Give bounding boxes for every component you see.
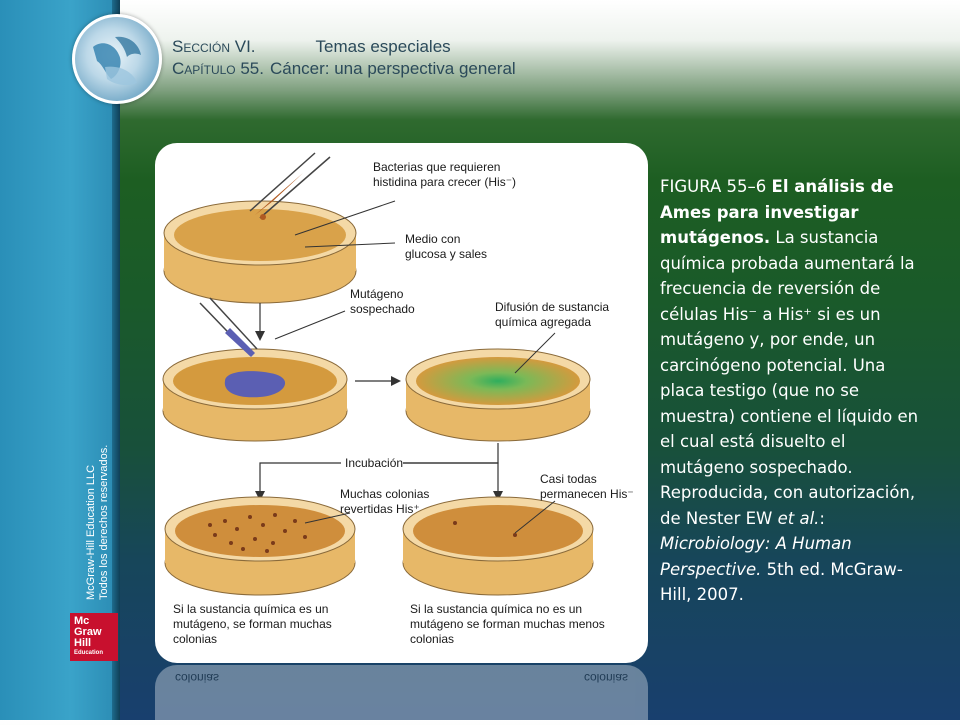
figure-reflection: colonias colonias bbox=[155, 665, 648, 725]
label-many-colonies-2: revertidas His⁺ bbox=[340, 502, 420, 516]
mutagen-pipette bbox=[199, 297, 258, 357]
sidebar-edge bbox=[112, 0, 120, 720]
label-mutagen-2: sospechado bbox=[350, 302, 415, 316]
section-emblem bbox=[72, 14, 162, 104]
logo-line-3: Hill bbox=[74, 637, 92, 649]
caption-colon: : bbox=[819, 508, 825, 528]
slide-header: Sección VI. Temas especiales Capítulo 55… bbox=[172, 36, 516, 80]
label-medium-1: Medio con bbox=[405, 232, 460, 246]
left-result-2: mutágeno, se forman muchas bbox=[173, 617, 332, 631]
caption-book: Microbiology: A Human Perspective. bbox=[660, 534, 852, 579]
bacteria-loop bbox=[249, 152, 331, 220]
mcgraw-hill-logo: Mc Graw Hill Education bbox=[70, 613, 118, 661]
sidebar-band bbox=[0, 0, 118, 720]
credit-line-1: McGraw-Hill Education LLC bbox=[85, 464, 97, 600]
figure-caption: FIGURA 55–6 El análisis de Ames para inv… bbox=[660, 174, 932, 608]
ames-test-figure: Bacterias que requieren histidina para c… bbox=[155, 143, 648, 663]
reflection-right: colonias bbox=[583, 671, 628, 685]
label-medium-2: glucosa y sales bbox=[405, 247, 487, 261]
caption-title: El análisis de Ames para investigar mutá… bbox=[660, 177, 894, 247]
label-bacteria-1: Bacterias que requieren bbox=[373, 160, 500, 174]
section-label: Sección VI. bbox=[172, 37, 256, 56]
plate-many-colonies bbox=[164, 496, 356, 596]
caption-et-al: et al. bbox=[777, 508, 820, 528]
label-diffusion-2: química agregada bbox=[495, 315, 591, 329]
label-many-colonies-1: Muchas colonias bbox=[340, 487, 429, 501]
caption-tail: 5th ed. McGraw-Hill, 2007. bbox=[660, 559, 903, 605]
plate-few-colonies bbox=[402, 496, 594, 596]
chapter-title: Cáncer: una perspectiva general bbox=[269, 59, 516, 78]
reflection-left: colonias bbox=[175, 671, 220, 685]
label-bacteria-2: histidina para crecer (His⁻) bbox=[373, 175, 516, 189]
label-almost-all-1: Casi todas bbox=[540, 472, 597, 486]
left-result-3: colonias bbox=[173, 632, 217, 646]
plate-bacteria bbox=[163, 200, 357, 304]
chapter-label: Capítulo 55. bbox=[172, 59, 264, 78]
plate-diffusion bbox=[405, 348, 591, 442]
label-mutagen-1: Mutágeno bbox=[350, 287, 404, 301]
left-result-1: Si la sustancia química es un bbox=[173, 602, 328, 616]
caption-body: La sustancia química probada aumentará l… bbox=[660, 228, 919, 528]
right-result-1: Si la sustancia química no es un bbox=[410, 602, 582, 616]
copyright-credit: McGraw-Hill Education LLC Todos los dere… bbox=[85, 445, 111, 600]
logo-line-4: Education bbox=[74, 650, 104, 656]
plate-mutagen bbox=[162, 348, 348, 442]
credit-line-2: Todos los derechos reservados. bbox=[98, 444, 110, 600]
right-result-2: mutágeno se forman muchas menos bbox=[410, 617, 605, 631]
label-almost-all-2: permanecen His⁻ bbox=[540, 487, 634, 501]
logo-line-1: Mc bbox=[74, 615, 90, 627]
logo-line-2: Graw bbox=[74, 626, 102, 638]
right-result-3: colonias bbox=[410, 632, 454, 646]
caption-figure-number: FIGURA 55–6 bbox=[660, 177, 772, 196]
section-title: Temas especiales bbox=[315, 37, 451, 56]
label-diffusion-1: Difusión de sustancia bbox=[495, 300, 609, 314]
label-incubation: Incubación bbox=[345, 456, 403, 470]
